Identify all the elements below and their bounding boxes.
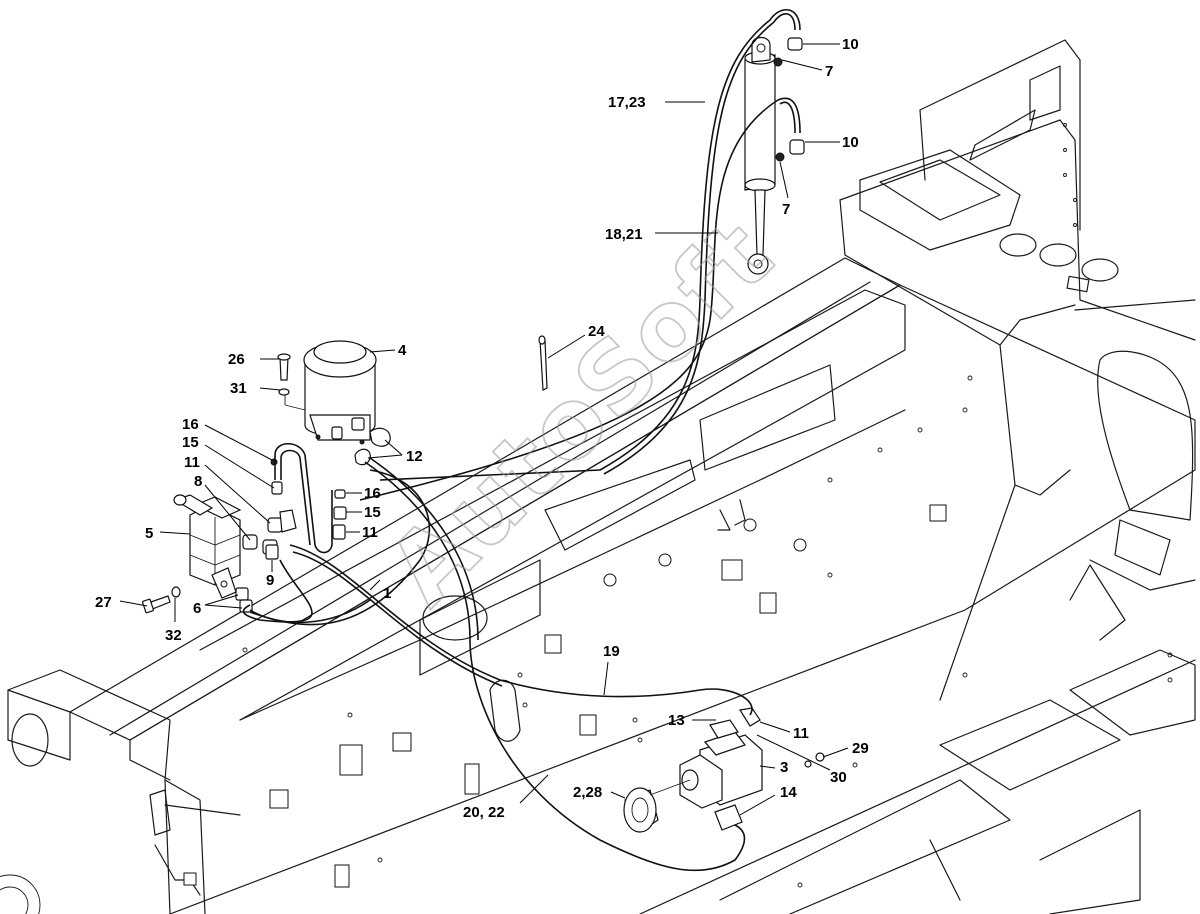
callout-8: 8 — [194, 473, 202, 490]
callout-17-23: 17,23 — [608, 94, 646, 111]
callout-9: 9 — [266, 572, 274, 589]
callout-7-mid: 7 — [782, 201, 790, 218]
callout-18-21: 18,21 — [605, 226, 643, 243]
callout-13: 13 — [668, 712, 685, 729]
callout-11-pump: 11 — [793, 725, 809, 742]
callout-29: 29 — [852, 740, 869, 757]
callout-12: 12 — [406, 448, 423, 465]
callout-31: 31 — [230, 380, 247, 397]
callout-27: 27 — [95, 594, 112, 611]
hydraulic-pump — [623, 707, 825, 833]
cotter-pin — [538, 335, 548, 391]
callout-11-left: 11 — [184, 454, 200, 471]
callout-30: 30 — [830, 769, 847, 786]
callout-3: 3 — [780, 759, 788, 776]
callout-1: 1 — [383, 585, 391, 602]
callout-7-top: 7 — [825, 63, 833, 80]
leader-lines — [119, 43, 849, 816]
callout-24: 24 — [588, 323, 605, 340]
callout-32: 32 — [165, 627, 182, 644]
callout-5: 5 — [145, 525, 153, 542]
callout-10-top: 10 — [842, 36, 859, 53]
oil-tank — [284, 340, 391, 466]
callout-16-left: 16 — [182, 416, 199, 433]
bolt-and-washer-lower — [142, 586, 181, 614]
callout-26: 26 — [228, 351, 245, 368]
callout-14: 14 — [780, 784, 797, 801]
hoses — [242, 9, 801, 872]
callout-labels: 10 7 17,23 10 7 18,21 24 4 26 31 12 16 1… — [95, 36, 869, 821]
chassis-frame — [0, 39, 1196, 914]
callout-4: 4 — [398, 342, 407, 359]
callout-16-right: 16 — [364, 485, 381, 502]
bolt-and-washer — [277, 353, 291, 396]
callout-15-right: 15 — [364, 504, 381, 521]
cylinder-fittings — [787, 37, 805, 155]
callout-19: 19 — [603, 643, 620, 660]
callout-6: 6 — [193, 600, 201, 617]
callout-10-mid: 10 — [842, 134, 859, 151]
callout-2-28: 2,28 — [573, 784, 602, 801]
callout-15-left: 15 — [182, 434, 199, 451]
callout-11-right: 11 — [362, 524, 378, 541]
callout-20-22: 20, 22 — [463, 804, 505, 821]
valve-fittings — [235, 458, 347, 613]
hydraulic-cylinder — [744, 36, 785, 275]
control-valve — [173, 494, 242, 599]
